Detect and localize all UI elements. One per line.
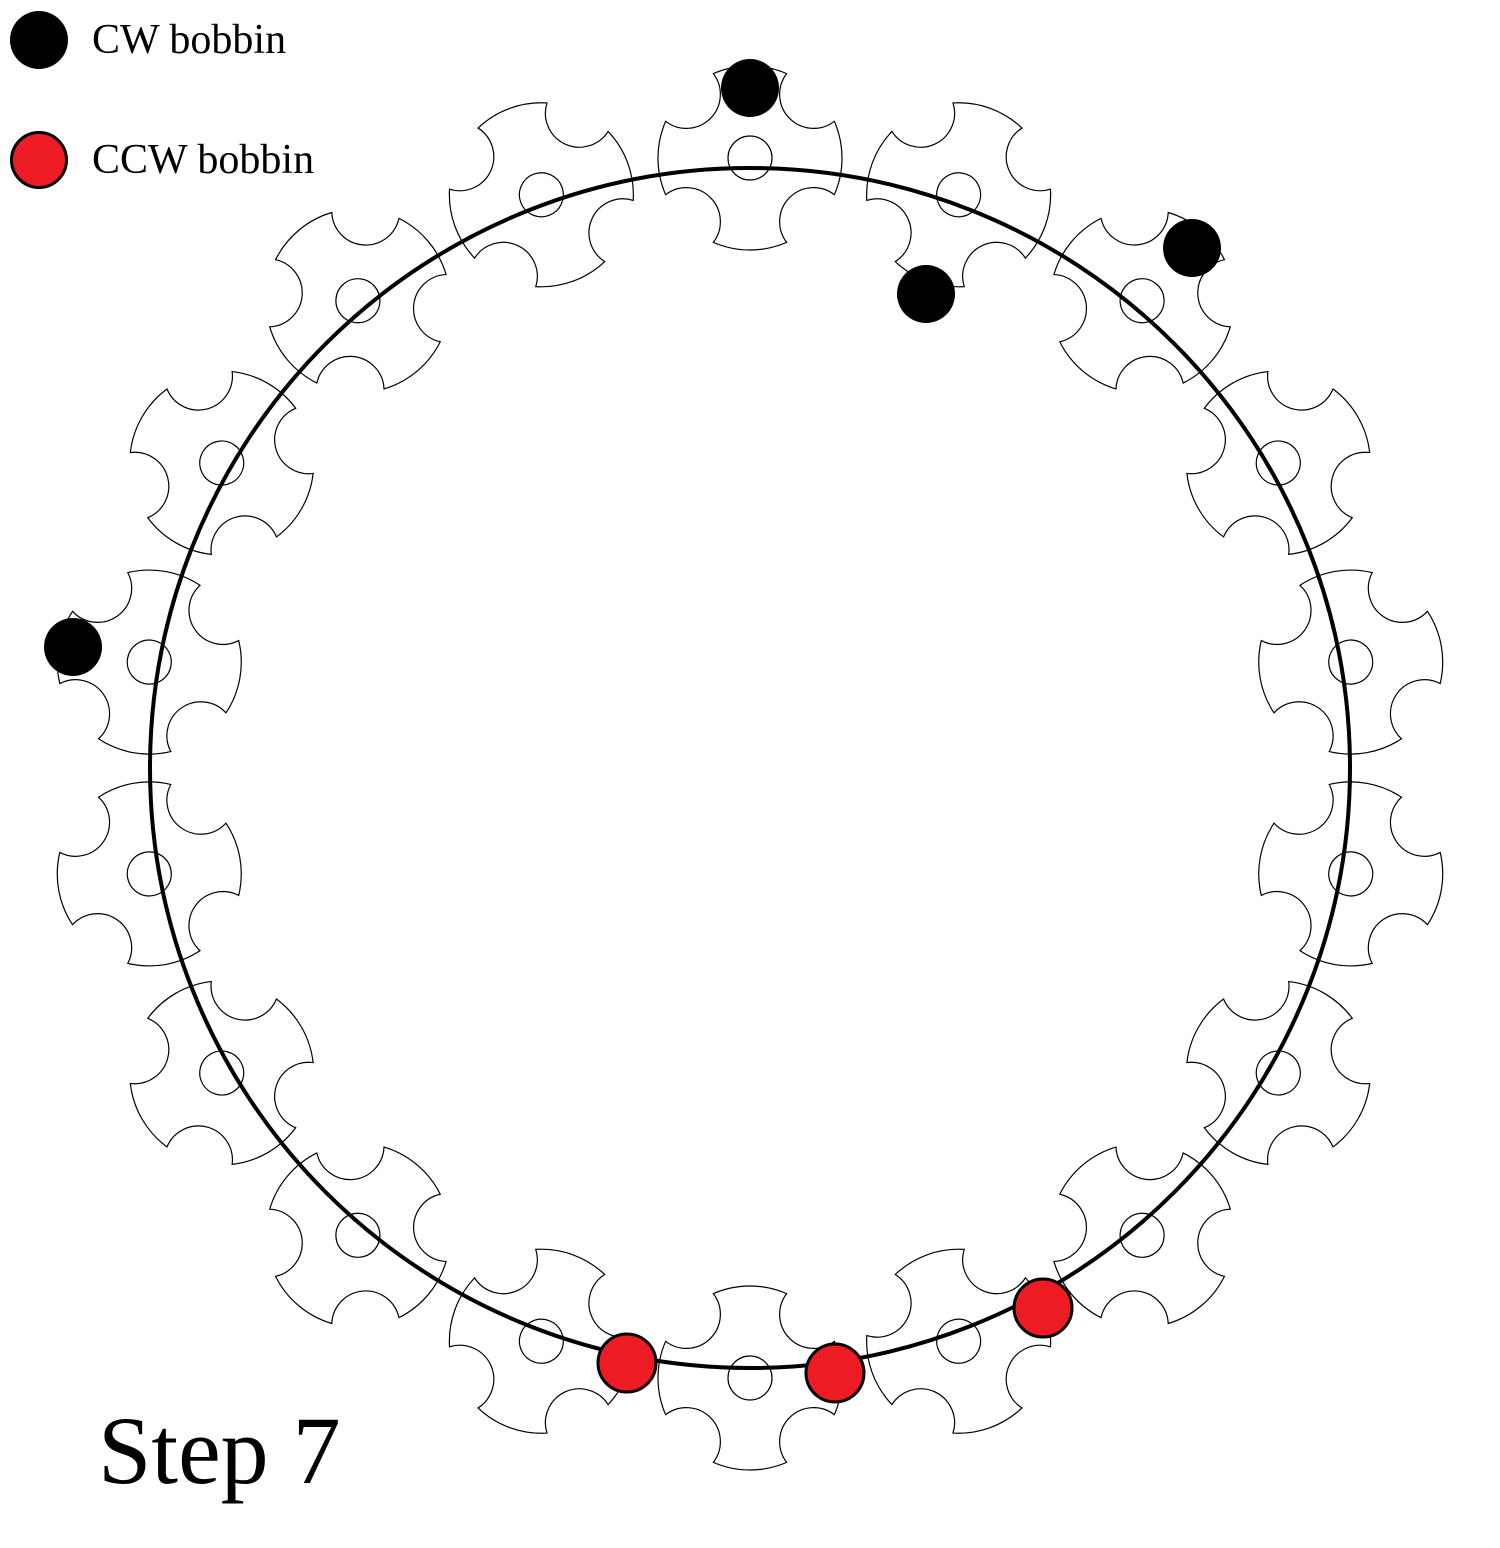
horn-gear <box>657 1285 843 1471</box>
legend-ccw-item: CCW bobbin <box>10 128 314 192</box>
cw-bobbin-legend-swatch <box>10 11 68 69</box>
horn-gear-hub <box>1255 1050 1301 1096</box>
horn-gear-outline <box>1258 569 1444 755</box>
horn-gear-ring <box>56 65 1444 1471</box>
step-title: Step 7 <box>98 1397 341 1504</box>
horn-gear-outline <box>657 65 843 251</box>
horn-gear <box>1258 781 1444 967</box>
horn-gear-hub <box>1328 851 1374 897</box>
horn-gear-outline <box>129 370 314 556</box>
horn-gear <box>448 1248 634 1434</box>
ccw-bobbin-legend-swatch <box>10 131 68 189</box>
horn-gear <box>56 569 242 755</box>
cw-bobbin <box>721 59 779 117</box>
horn-gear-outline <box>56 781 242 967</box>
horn-gear <box>448 102 634 288</box>
horn-gear-outline <box>1258 781 1444 967</box>
horn-gear-hub <box>126 639 172 685</box>
bobbin-track <box>148 166 1352 1370</box>
horn-gear <box>1053 211 1232 390</box>
horn-gear-outline <box>56 569 242 755</box>
legend-cw-item: CW bobbin <box>10 8 286 72</box>
horn-gear-hub <box>727 1355 773 1401</box>
horn-gear <box>129 980 314 1166</box>
horn-gear-outline <box>268 211 447 390</box>
ccw-bobbin-legend-label: CCW bobbin <box>92 137 315 183</box>
horn-gear-hub <box>199 440 245 486</box>
horn-gear <box>866 1248 1052 1434</box>
horn-gear-hub <box>936 1318 982 1364</box>
horn-gear-hub <box>1119 1212 1165 1258</box>
horn-gear-outline <box>1186 980 1371 1166</box>
horn-gear-outline <box>1186 370 1371 556</box>
horn-gear-hub <box>335 278 381 324</box>
horn-gear-outline <box>1053 211 1232 390</box>
horn-gear <box>268 211 447 390</box>
horn-gear-outline <box>448 102 634 288</box>
horn-gear <box>1186 980 1371 1166</box>
horn-gear-outline <box>1053 1146 1232 1325</box>
horn-gear-hub <box>335 1212 381 1258</box>
horn-gear <box>56 781 242 967</box>
horn-gear-hub <box>1119 278 1165 324</box>
ccw-bobbin <box>1012 1277 1074 1339</box>
horn-gear-hub <box>727 135 773 181</box>
horn-gear-hub <box>1255 440 1301 486</box>
cw-bobbin <box>897 265 955 323</box>
horn-gear-outline <box>268 1146 447 1325</box>
horn-gear-outline <box>657 1285 843 1471</box>
bobbin-layer <box>44 59 1221 1404</box>
horn-gear-hub <box>936 172 982 218</box>
horn-gear-outline <box>448 1248 634 1434</box>
horn-gear-outline <box>866 102 1052 288</box>
horn-gear-hub <box>199 1050 245 1096</box>
ccw-bobbin <box>804 1342 866 1404</box>
horn-gear <box>657 65 843 251</box>
horn-gear-hub <box>126 851 172 897</box>
cw-bobbin <box>44 618 102 676</box>
horn-gear-outline <box>866 1248 1052 1434</box>
horn-gear <box>129 370 314 556</box>
horn-gear-hub <box>518 172 564 218</box>
horn-gear <box>1186 370 1371 556</box>
horn-gear <box>1258 569 1444 755</box>
horn-gear <box>268 1146 447 1325</box>
horn-gear-hub <box>1328 639 1374 685</box>
horn-gear-hub <box>518 1318 564 1364</box>
ccw-bobbin <box>596 1332 658 1394</box>
horn-gear <box>866 102 1052 288</box>
horn-gear <box>1053 1146 1232 1325</box>
horn-gear-outline <box>129 980 314 1166</box>
cw-bobbin-legend-label: CW bobbin <box>92 17 287 63</box>
cw-bobbin <box>1163 219 1221 277</box>
